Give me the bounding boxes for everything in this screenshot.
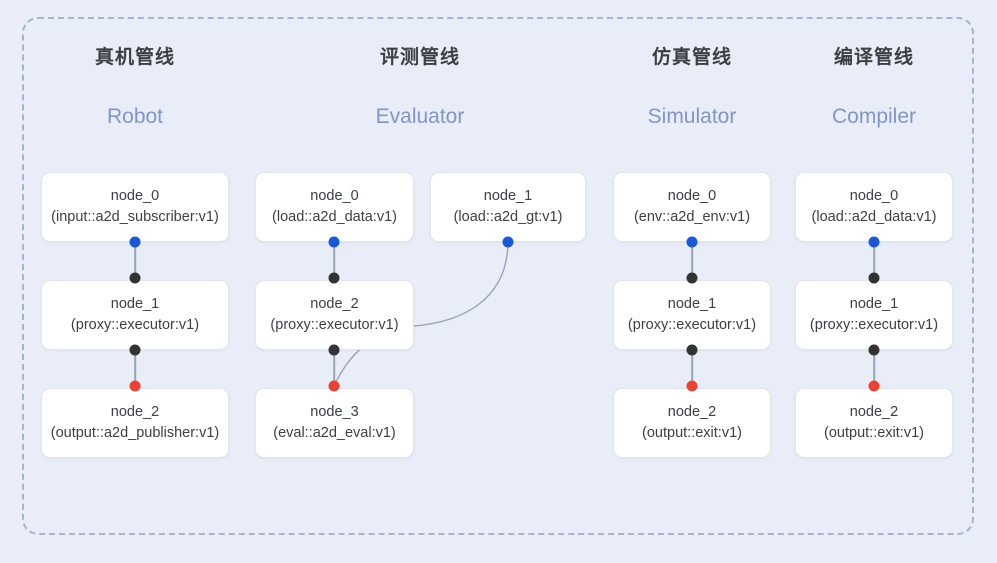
- node-label-type: (load::a2d_gt:v1): [453, 209, 563, 225]
- node-label-name: node_2: [849, 404, 899, 420]
- node-simulator-0[interactable]: node_0 (env::a2d_env:v1): [613, 172, 771, 242]
- node-label-type: (proxy::executor:v1): [270, 317, 399, 333]
- edge-robot-1-2: [134, 350, 136, 386]
- port-input-robot-1[interactable]: [129, 272, 141, 284]
- node-label-name: node_1: [667, 296, 717, 312]
- port-input-robot-2[interactable]: [129, 380, 141, 392]
- node-label-type: (load::a2d_data:v1): [811, 209, 937, 225]
- node-label-type: (env::a2d_env:v1): [633, 209, 751, 225]
- port-output-evaluator-1[interactable]: [502, 236, 514, 248]
- node-label-type: (output::exit:v1): [642, 425, 742, 441]
- node-label-type: (eval::a2d_eval:v1): [273, 425, 396, 441]
- node-label-name: node_2: [310, 296, 359, 312]
- port-output-compiler-1[interactable]: [868, 344, 880, 356]
- node-compiler-1[interactable]: node_1 (proxy::executor:v1): [795, 280, 953, 350]
- edge-robot-0-1: [134, 242, 136, 278]
- port-output-robot-0[interactable]: [129, 236, 141, 248]
- node-evaluator-2[interactable]: node_2 (proxy::executor:v1): [255, 280, 414, 350]
- pipeline-column-robot: 真机管线 Robot: [41, 45, 229, 130]
- pipeline-title-robot: 真机管线: [94, 47, 175, 68]
- node-label-type: (proxy::executor:v1): [627, 317, 757, 333]
- node-label-name: node_0: [110, 188, 160, 204]
- port-input-evaluator-2[interactable]: [328, 272, 340, 284]
- port-output-simulator-0[interactable]: [686, 236, 698, 248]
- node-evaluator-0[interactable]: node_0 (load::a2d_data:v1): [255, 172, 414, 242]
- node-simulator-1[interactable]: node_1 (proxy::executor:v1): [613, 280, 771, 350]
- pipeline-column-evaluator: 评测管线 Evaluator: [255, 45, 585, 130]
- node-compiler-2[interactable]: node_2 (output::exit:v1): [795, 388, 953, 458]
- node-label-type: (load::a2d_data:v1): [272, 209, 397, 225]
- node-label-name: node_2: [110, 404, 160, 420]
- edge-compiler-0-1: [873, 242, 875, 278]
- edge-simulator-0-1: [691, 242, 693, 278]
- pipeline-subtitle-simulator: Simulator: [647, 105, 737, 128]
- node-evaluator-3[interactable]: node_3 (eval::a2d_eval:v1): [255, 388, 414, 458]
- node-label-type: (proxy::executor:v1): [70, 317, 200, 333]
- node-compiler-0[interactable]: node_0 (load::a2d_data:v1): [795, 172, 953, 242]
- node-robot-2[interactable]: node_2 (output::a2d_publisher:v1): [41, 388, 229, 458]
- port-output-simulator-1[interactable]: [686, 344, 698, 356]
- node-label-name: node_2: [667, 404, 717, 420]
- node-label-name: node_0: [667, 188, 717, 204]
- port-output-robot-1[interactable]: [129, 344, 141, 356]
- pipeline-subtitle-evaluator: Evaluator: [375, 105, 465, 128]
- node-label-name: node_3: [310, 404, 359, 420]
- node-evaluator-1[interactable]: node_1 (load::a2d_gt:v1): [430, 172, 586, 242]
- node-robot-1[interactable]: node_1 (proxy::executor:v1): [41, 280, 229, 350]
- node-label-name: node_1: [849, 296, 899, 312]
- edge-simulator-1-2: [691, 350, 693, 386]
- node-label-type: (output::exit:v1): [824, 425, 924, 441]
- port-input-compiler-1[interactable]: [868, 272, 880, 284]
- node-label-name: node_1: [110, 296, 160, 312]
- node-label-type: (input::a2d_subscriber:v1): [51, 209, 219, 225]
- port-output-evaluator-2[interactable]: [328, 344, 340, 356]
- pipeline-subtitle-robot: Robot: [106, 105, 164, 128]
- port-output-evaluator-0[interactable]: [328, 236, 340, 248]
- pipeline-subtitle-compiler: Compiler: [831, 105, 917, 128]
- pipeline-column-compiler: 编译管线 Compiler: [795, 45, 953, 130]
- node-label-type: (proxy::executor:v1): [809, 317, 939, 333]
- node-label-type: (output::a2d_publisher:v1): [50, 425, 220, 441]
- node-simulator-2[interactable]: node_2 (output::exit:v1): [613, 388, 771, 458]
- port-input-simulator-1[interactable]: [686, 272, 698, 284]
- pipeline-title-simulator: 仿真管线: [651, 47, 732, 68]
- node-label-name: node_0: [310, 188, 359, 204]
- node-label-name: node_0: [849, 188, 899, 204]
- node-label-name: node_1: [483, 188, 533, 204]
- edge-compiler-1-2: [873, 350, 875, 386]
- port-input-simulator-2[interactable]: [686, 380, 698, 392]
- port-input-evaluator-3[interactable]: [328, 380, 340, 392]
- pipeline-column-simulator: 仿真管线 Simulator: [613, 45, 771, 130]
- port-output-compiler-0[interactable]: [868, 236, 880, 248]
- pipeline-title-evaluator: 评测管线: [379, 47, 460, 68]
- pipeline-title-compiler: 编译管线: [833, 47, 914, 68]
- port-input-compiler-2[interactable]: [868, 380, 880, 392]
- node-robot-0[interactable]: node_0 (input::a2d_subscriber:v1): [41, 172, 229, 242]
